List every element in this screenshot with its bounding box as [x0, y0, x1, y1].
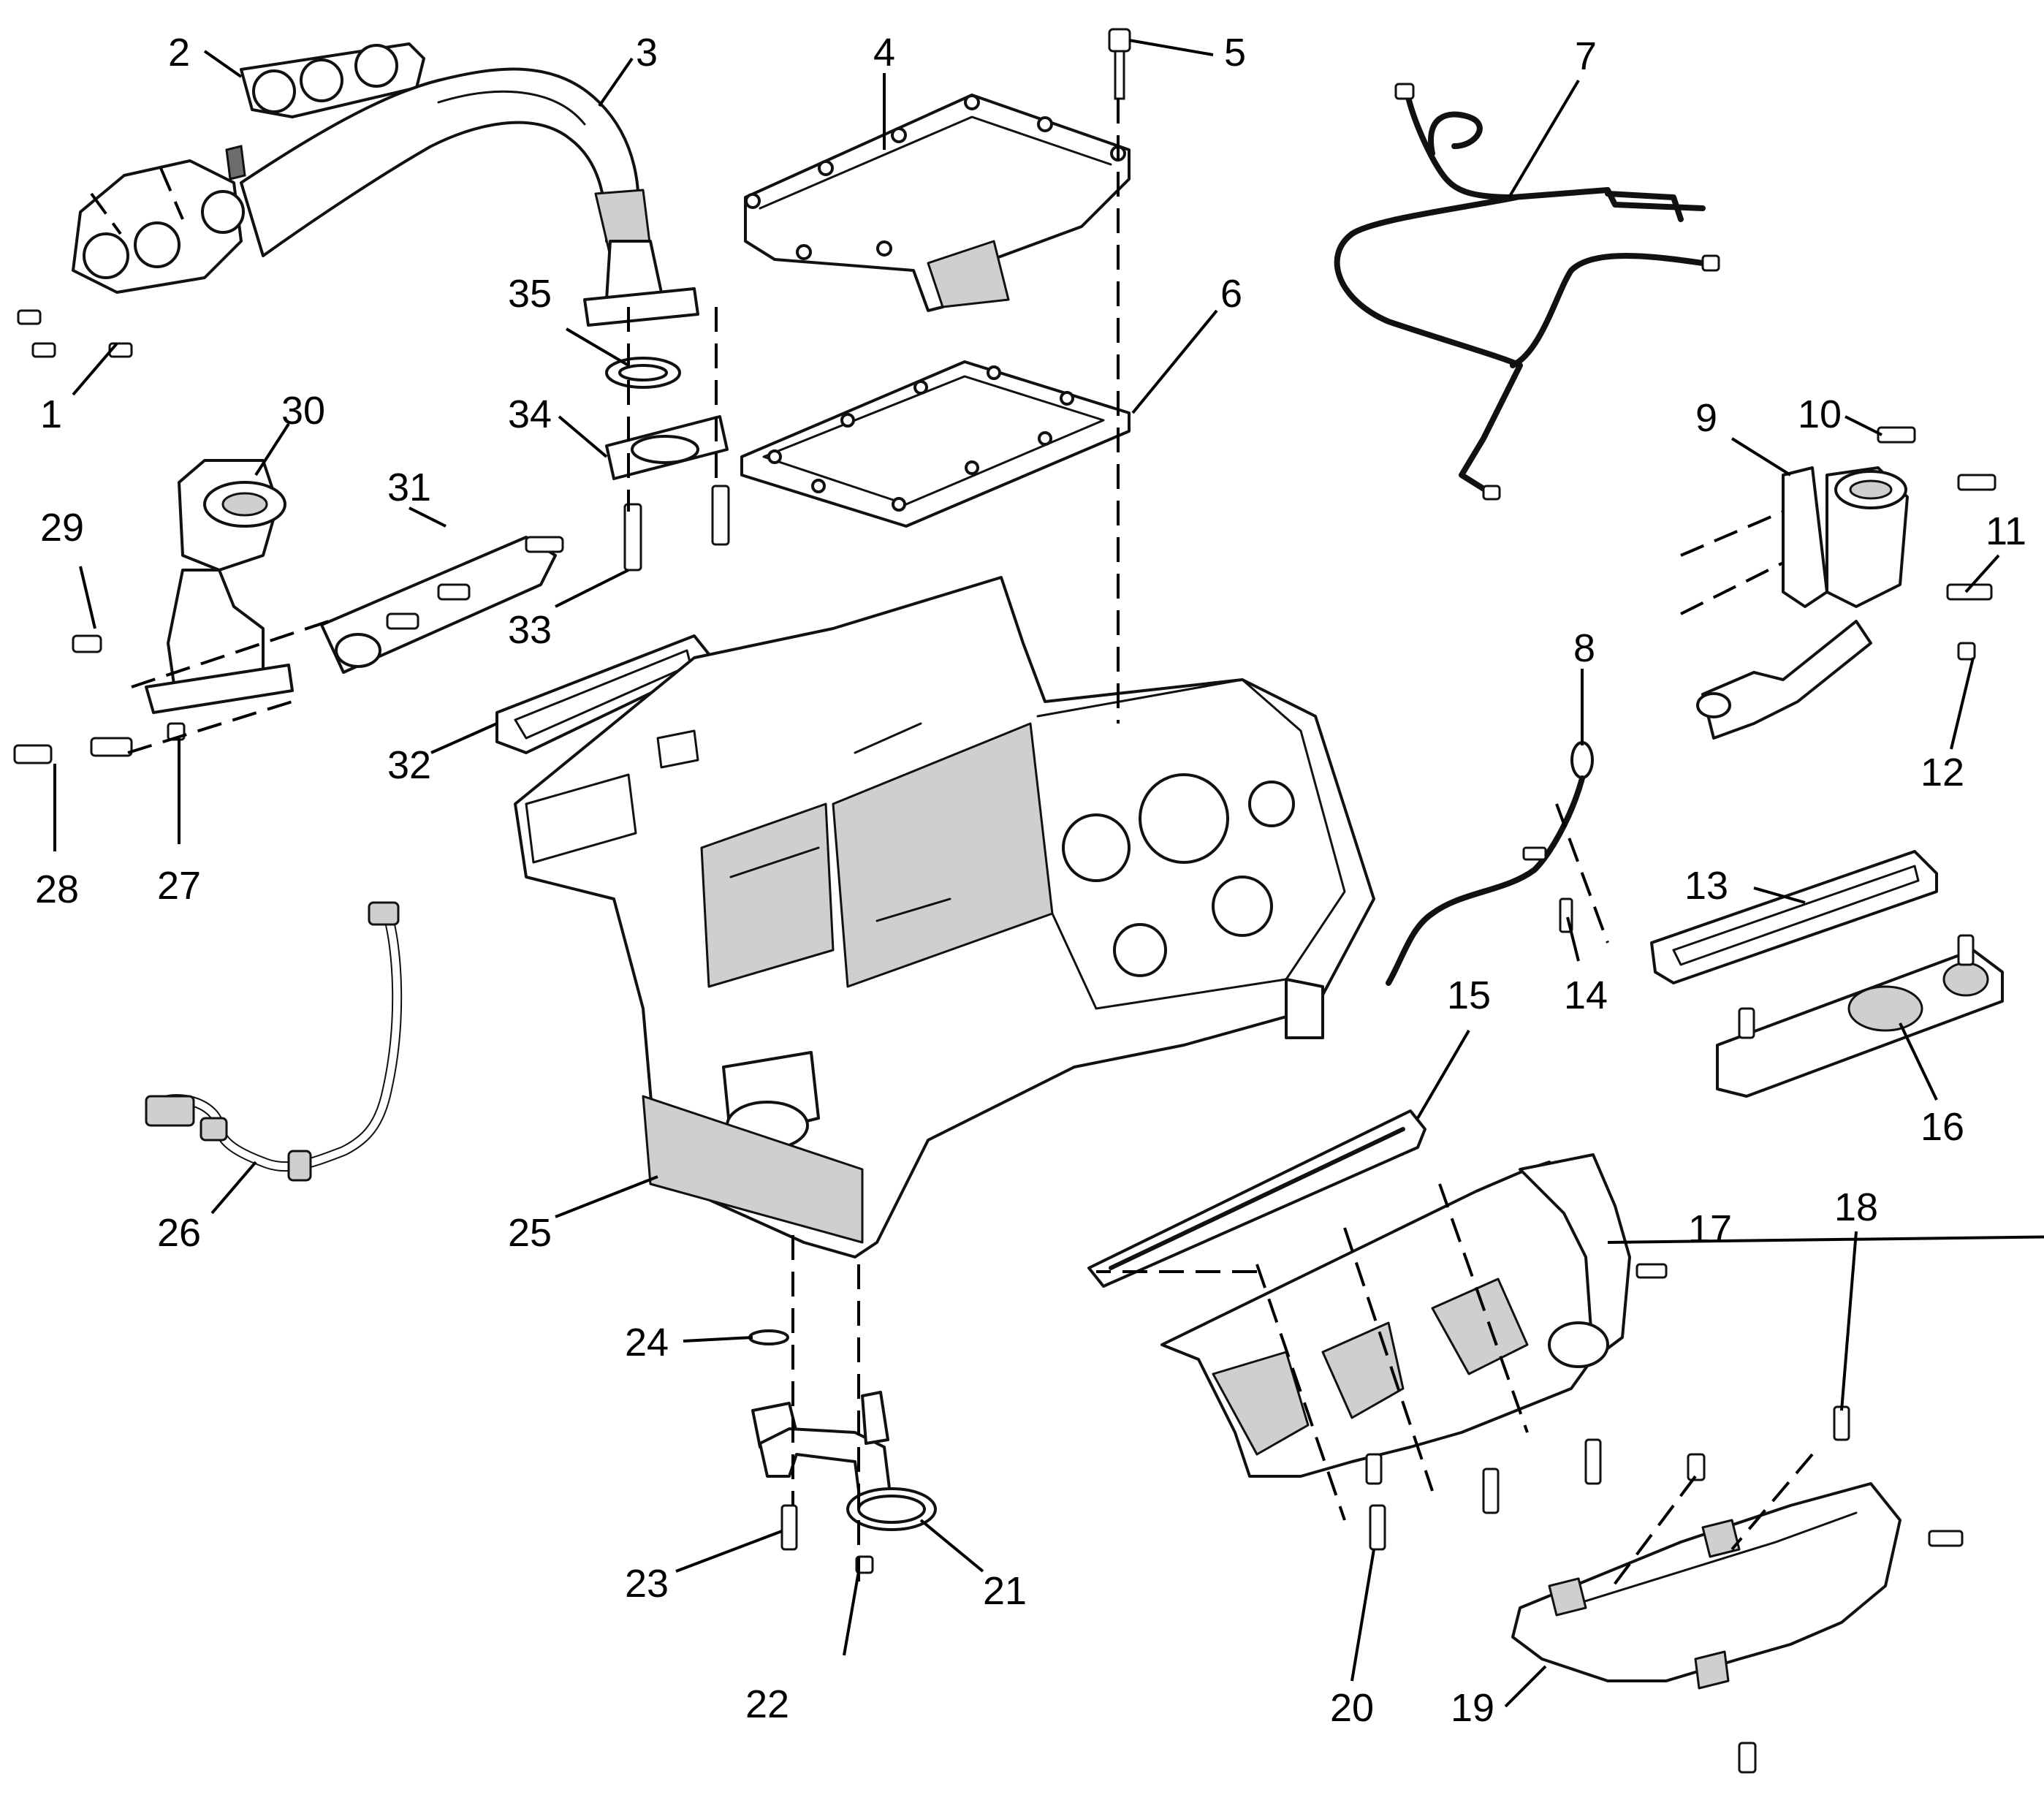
pipe-flange-gasket — [605, 415, 729, 480]
callout-30: 30 — [281, 389, 325, 433]
callout-16: 16 — [1920, 1105, 1964, 1149]
callout-24: 24 — [625, 1321, 669, 1364]
callout-12: 12 — [1920, 751, 1964, 794]
callout-32: 32 — [387, 743, 431, 787]
callout-15: 15 — [1447, 973, 1491, 1017]
exhaust-heat-shield — [1511, 1405, 1964, 1774]
callout-26: 26 — [157, 1211, 201, 1255]
callout-20: 20 — [1330, 1686, 1374, 1730]
callout-34: 34 — [508, 392, 552, 436]
callout-1: 1 — [40, 392, 62, 436]
callout-19: 19 — [1451, 1686, 1494, 1730]
callout-13: 13 — [1684, 864, 1728, 908]
callout-10: 10 — [1798, 392, 1842, 436]
oil-cooler-pipe-assembly — [1334, 83, 1720, 501]
callout-21: 21 — [983, 1569, 1027, 1613]
callout-33: 33 — [508, 608, 552, 652]
callout-28: 28 — [35, 867, 79, 911]
callout-labels: 1 2 3 4 5 6 7 8 9 10 11 12 13 14 15 16 1… — [35, 31, 2026, 1730]
oil-pump-pickup — [751, 1391, 937, 1531]
left-air-pipe — [320, 536, 564, 674]
callout-35: 35 — [508, 272, 552, 316]
callout-14: 14 — [1564, 973, 1608, 1017]
callout-5: 5 — [1224, 31, 1246, 75]
engine-block — [514, 576, 1375, 1258]
right-exhaust-gasket — [1087, 1109, 1426, 1288]
pipe-seal-ring — [605, 357, 681, 389]
callout-18: 18 — [1834, 1185, 1878, 1229]
pickup-bolts — [780, 1504, 874, 1574]
callout-7: 7 — [1575, 34, 1597, 78]
left-air-bolts — [13, 634, 186, 764]
right-exhaust-manifold — [1160, 1153, 1668, 1551]
callout-9: 9 — [1695, 396, 1717, 440]
callout-31: 31 — [387, 466, 431, 509]
alignment-lines — [90, 99, 1814, 1595]
callout-17: 17 — [1688, 1207, 1732, 1251]
oil-pan-bolt — [1108, 28, 1131, 100]
right-air-pipe — [1716, 934, 2004, 1098]
left-secondary-air-valve — [145, 459, 294, 714]
upper-oil-pan — [744, 94, 1131, 312]
knock-sensor-harness — [145, 901, 403, 1182]
oil-level-indicator — [1386, 741, 1594, 986]
oil-pan-gasket — [740, 360, 1131, 528]
callout-25: 25 — [508, 1211, 552, 1255]
right-manifold-gasket — [1650, 850, 1938, 984]
callout-22: 22 — [745, 1682, 789, 1726]
flange-studs — [623, 485, 730, 572]
callout-11: 11 — [1986, 509, 2026, 553]
callout-6: 6 — [1220, 272, 1242, 316]
callout-2: 2 — [168, 31, 190, 75]
callout-23: 23 — [625, 1562, 669, 1606]
right-secondary-air-valve — [1696, 426, 1996, 740]
left-exhaust-manifold — [17, 42, 699, 358]
callout-8: 8 — [1573, 626, 1595, 670]
leader-lines — [53, 39, 2044, 1708]
callout-27: 27 — [157, 864, 201, 908]
callout-4: 4 — [873, 31, 895, 75]
callout-29: 29 — [40, 506, 84, 550]
pickup-seal — [748, 1329, 789, 1345]
callout-3: 3 — [636, 31, 658, 75]
